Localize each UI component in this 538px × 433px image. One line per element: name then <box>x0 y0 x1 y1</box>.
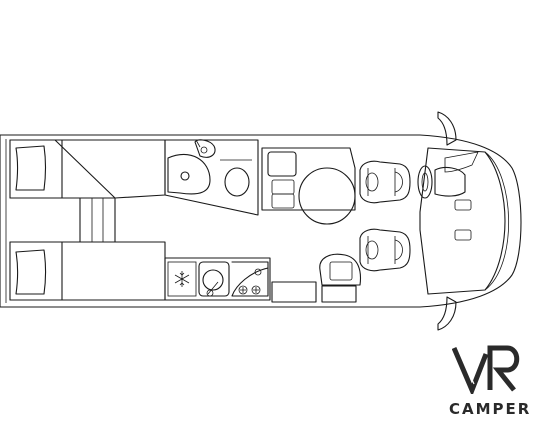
stove-burner-icon <box>231 261 269 297</box>
dinette-bench-front <box>261 147 356 211</box>
shower-drain <box>180 171 190 181</box>
pillow <box>15 249 47 295</box>
right-mirror <box>437 296 457 331</box>
sink-icon <box>198 261 230 297</box>
step-tread <box>91 198 104 242</box>
dinette-cushion <box>271 193 295 209</box>
washroom-wall <box>164 139 259 216</box>
fridge <box>167 261 197 297</box>
bed-step <box>79 197 116 243</box>
cabinet <box>321 285 357 303</box>
pillow <box>15 145 47 191</box>
windscreen-line <box>484 151 510 291</box>
cabinet <box>271 281 317 303</box>
bed-left-corner <box>54 139 166 199</box>
driver-dash <box>434 166 466 197</box>
driver-seat <box>359 160 411 204</box>
dash-vent <box>454 229 472 241</box>
toilet <box>224 167 250 197</box>
logo-wordmark: CAMPER <box>449 400 532 418</box>
dash-vent <box>454 199 472 211</box>
steering-wheel-icon <box>417 165 433 199</box>
passenger-seat <box>359 228 411 272</box>
shower-tray <box>167 153 211 195</box>
vr-logo-mark <box>452 345 520 394</box>
side-seat-cushion <box>329 261 353 281</box>
bed-edge <box>10 197 80 243</box>
dinette-cushion <box>271 179 295 195</box>
vehicle-body-outline <box>0 134 522 308</box>
side-seat <box>319 253 362 286</box>
snowflake-icon <box>174 271 190 287</box>
washbasin <box>194 139 216 158</box>
dinette-table <box>298 167 356 225</box>
dashboard <box>419 147 506 295</box>
dinette-cushion <box>267 151 297 177</box>
dash-console <box>444 151 479 173</box>
left-mirror <box>437 111 457 146</box>
